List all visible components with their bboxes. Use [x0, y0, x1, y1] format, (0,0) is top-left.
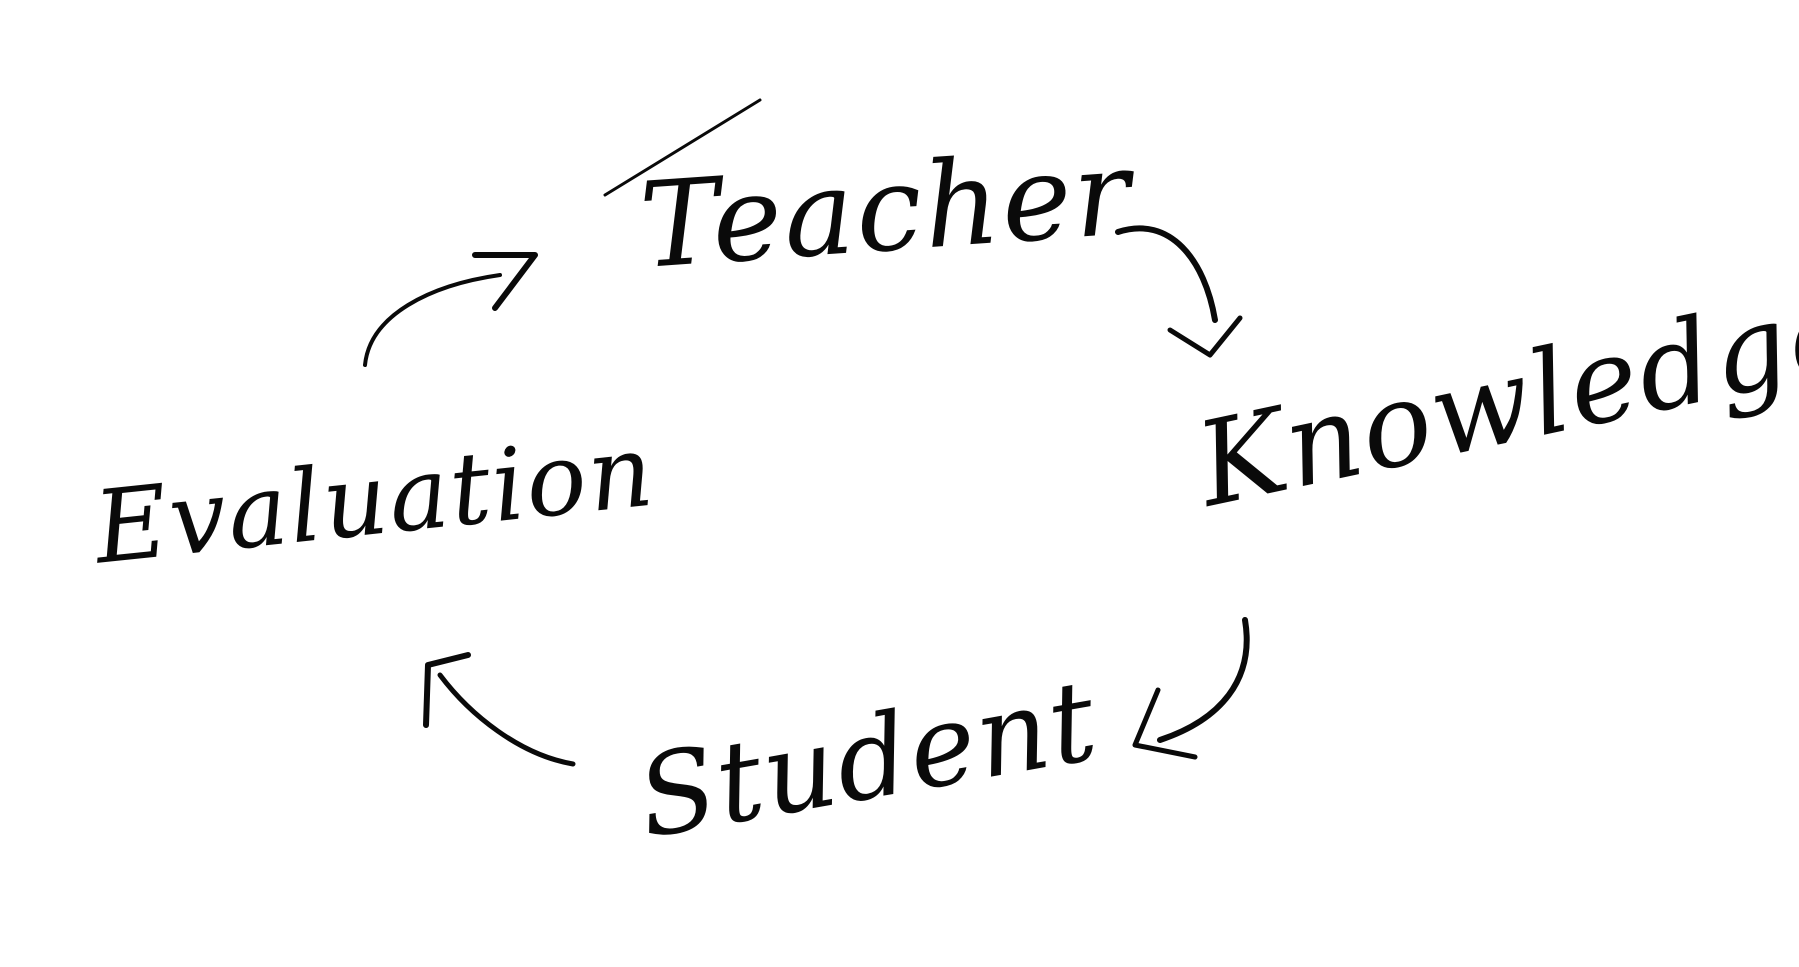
arrow-evaluation-to-teacher	[363, 252, 538, 367]
arrow-student-to-evaluation	[423, 652, 576, 767]
teacher-flourish	[603, 98, 762, 197]
arrow-knowledge-to-student	[1132, 617, 1250, 760]
arrow-teacher-to-knowledge	[1115, 225, 1243, 358]
